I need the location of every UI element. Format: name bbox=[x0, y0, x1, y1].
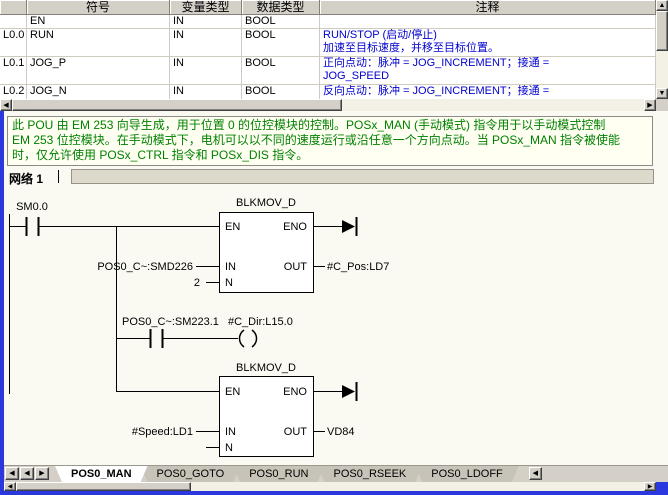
pin-label-out: OUT bbox=[284, 426, 308, 438]
network-label: 网络 1 bbox=[9, 170, 43, 187]
prev-tab-arrow-icon: ◀ bbox=[24, 470, 29, 477]
scroll-right-button[interactable]: ▶ bbox=[644, 482, 656, 491]
var-row-data-type[interactable]: BOOL bbox=[242, 15, 320, 29]
pin-label-eno: ENO bbox=[283, 221, 307, 233]
pin-label-out: OUT bbox=[284, 261, 308, 273]
table-horizontal-scrollbar[interactable]: ◀ ▶ bbox=[0, 99, 656, 111]
var-row-symbol[interactable]: RUN bbox=[27, 29, 170, 57]
block-out-operand: #C_Pos:LD7 bbox=[327, 261, 389, 273]
pou-tab-strip: ◀ ◀ ▶ POS0_MAN POS0_GOTO POS0_RUN POS0_R… bbox=[4, 465, 668, 483]
col-header-comment: 注释 bbox=[320, 0, 656, 15]
var-row-var-type[interactable]: IN bbox=[170, 29, 242, 57]
contact-operand: SM0.0 bbox=[16, 201, 48, 213]
tab-pos0-ldoff[interactable]: POS0_LDOFF bbox=[415, 466, 519, 482]
var-row-comment[interactable]: 正向点动：脉冲 = JOG_INCREMENT；接通 = JOG_SPEED bbox=[320, 57, 656, 85]
var-row-comment[interactable]: RUN/STOP (启动/停止) 加速至目标速度，并移至目标位置。 bbox=[320, 29, 656, 57]
contact-normally-open[interactable]: POS0_C~:SM223.1 bbox=[122, 316, 219, 348]
block-title: BLKMOV_D bbox=[236, 362, 296, 374]
blkmov-instruction-block[interactable]: BLKMOV_D EN ENO IN N OUT POS0_C~:SMD226 … bbox=[97, 197, 389, 293]
var-row-symbol[interactable]: JOG_P bbox=[27, 57, 170, 85]
scrollbar-thumb[interactable] bbox=[12, 99, 342, 111]
scrollbar-corner bbox=[656, 99, 668, 111]
var-row-comment[interactable]: 反向点动：脉冲 = JOG_INCREMENT；接通 = bbox=[320, 85, 656, 99]
pin-label-in: IN bbox=[225, 426, 236, 438]
contact-operand: POS0_C~:SM223.1 bbox=[122, 316, 219, 328]
scroll-right-button[interactable]: ▶ bbox=[644, 99, 656, 111]
block-title: BLKMOV_D bbox=[236, 197, 296, 209]
scroll-left-button[interactable]: ◀ bbox=[4, 482, 16, 491]
pin-label-en: EN bbox=[225, 386, 240, 398]
pin-label-in: IN bbox=[225, 261, 236, 273]
var-row-var-type[interactable]: IN bbox=[170, 85, 242, 99]
col-header-var-type: 变量类型 bbox=[170, 0, 242, 15]
blkmov-instruction-block[interactable]: BLKMOV_D EN ENO IN N OUT #Speed:LD1 VD84 bbox=[132, 362, 355, 457]
var-row-address[interactable]: L0.2 bbox=[0, 85, 27, 99]
contact-normally-open[interactable]: SM0.0 bbox=[16, 201, 48, 236]
tab-prev-button[interactable]: ◀ bbox=[20, 467, 34, 480]
left-arrow-icon: ◀ bbox=[8, 484, 13, 490]
tab-pos0-man[interactable]: POS0_MAN bbox=[55, 466, 148, 482]
block-n-operand: 2 bbox=[194, 277, 200, 289]
tab-first-button[interactable]: ◀ bbox=[5, 467, 19, 480]
scroll-left-button[interactable]: ◀ bbox=[0, 99, 12, 111]
block-in-operand: #Speed:LD1 bbox=[132, 426, 193, 438]
pin-label-en: EN bbox=[225, 221, 240, 233]
window-border-left bbox=[0, 111, 4, 495]
var-row-address[interactable]: L0.1 bbox=[0, 57, 27, 85]
var-row-var-type[interactable]: IN bbox=[170, 57, 242, 85]
scrollbar-thumb[interactable] bbox=[16, 482, 191, 491]
tab-next-button[interactable]: ▶ bbox=[35, 467, 49, 480]
tab-pos0-run[interactable]: POS0_RUN bbox=[233, 466, 324, 482]
pou-comment-line: 此 POU 由 EM 253 向导生成，用于位置 0 的位控模块的控制。POSx… bbox=[12, 118, 648, 133]
text-cursor bbox=[58, 170, 59, 183]
first-tab-arrow-icon: ◀ bbox=[9, 470, 14, 477]
network-title-field[interactable] bbox=[71, 169, 654, 184]
right-arrow-icon: ▶ bbox=[647, 102, 652, 109]
next-tab-arrow-icon: ▶ bbox=[39, 470, 44, 477]
scrollbar-thumb[interactable] bbox=[656, 11, 668, 51]
pou-comment-line: EM 253 位控模块。在手动模式下，电机可以以不同的速度运行或沿任意一个方向点… bbox=[12, 133, 648, 148]
eno-continuation-arrow bbox=[342, 217, 357, 236]
left-arrow-icon: ◀ bbox=[3, 102, 8, 109]
pin-label-n: N bbox=[225, 277, 233, 289]
pou-comment-line: 时，仅允许使用 POSx_CTRL 指令和 POSx_DIS 指令。 bbox=[12, 148, 648, 163]
block-out-operand: VD84 bbox=[327, 426, 355, 438]
var-row-address[interactable]: L0.0 bbox=[0, 29, 27, 57]
tab-overflow-arrow-icon: ◀ bbox=[533, 470, 538, 477]
var-row-symbol[interactable]: JOG_N bbox=[27, 85, 170, 99]
output-coil[interactable]: #C_Dir:L15.0 bbox=[228, 316, 293, 347]
eno-continuation-arrow bbox=[342, 382, 357, 401]
table-vertical-scrollbar[interactable]: ▲ ▼ bbox=[656, 0, 668, 99]
pin-label-n: N bbox=[225, 442, 233, 454]
var-row-data-type[interactable]: BOOL bbox=[242, 85, 320, 99]
ladder-network-canvas: SM0.0 POS0_C~:SM223.1 #C_Dir:L15.0 BLKMO… bbox=[4, 186, 660, 462]
var-row-comment[interactable] bbox=[320, 15, 656, 29]
tab-pos0-rseek[interactable]: POS0_RSEEK bbox=[317, 466, 422, 482]
up-arrow-icon: ▲ bbox=[659, 2, 666, 9]
tab-pos0-goto[interactable]: POS0_GOTO bbox=[141, 466, 241, 482]
tab-overflow-button[interactable]: ◀ bbox=[529, 467, 542, 480]
var-row-data-type[interactable]: BOOL bbox=[242, 29, 320, 57]
block-in-operand: POS0_C~:SMD226 bbox=[97, 261, 193, 273]
var-row-address[interactable] bbox=[0, 15, 27, 29]
local-variable-table: 符号 变量类型 数据类型 注释 EN IN BOOL L0.0 RUN IN B… bbox=[0, 0, 656, 99]
coil-operand: #C_Dir:L15.0 bbox=[228, 316, 293, 328]
down-arrow-icon: ▼ bbox=[659, 90, 666, 97]
col-header-address bbox=[0, 0, 27, 15]
right-arrow-icon: ▶ bbox=[648, 484, 653, 490]
var-row-data-type[interactable]: BOOL bbox=[242, 57, 320, 85]
var-row-var-type[interactable]: IN bbox=[170, 15, 242, 29]
col-header-data-type: 数据类型 bbox=[242, 0, 320, 15]
pou-tabs: POS0_MAN POS0_GOTO POS0_RUN POS0_RSEEK P… bbox=[55, 466, 519, 483]
window-border-bottom[interactable] bbox=[0, 491, 668, 495]
scroll-down-button[interactable]: ▼ bbox=[656, 88, 668, 99]
pin-label-eno: ENO bbox=[283, 386, 307, 398]
col-header-symbol: 符号 bbox=[27, 0, 170, 15]
var-row-symbol[interactable]: EN bbox=[27, 15, 170, 29]
editor-horizontal-scrollbar[interactable]: ◀ ▶ bbox=[4, 482, 656, 491]
pou-comment-box[interactable]: 此 POU 由 EM 253 向导生成，用于位置 0 的位控模块的控制。POSx… bbox=[7, 116, 653, 166]
scroll-up-button[interactable]: ▲ bbox=[656, 0, 668, 11]
